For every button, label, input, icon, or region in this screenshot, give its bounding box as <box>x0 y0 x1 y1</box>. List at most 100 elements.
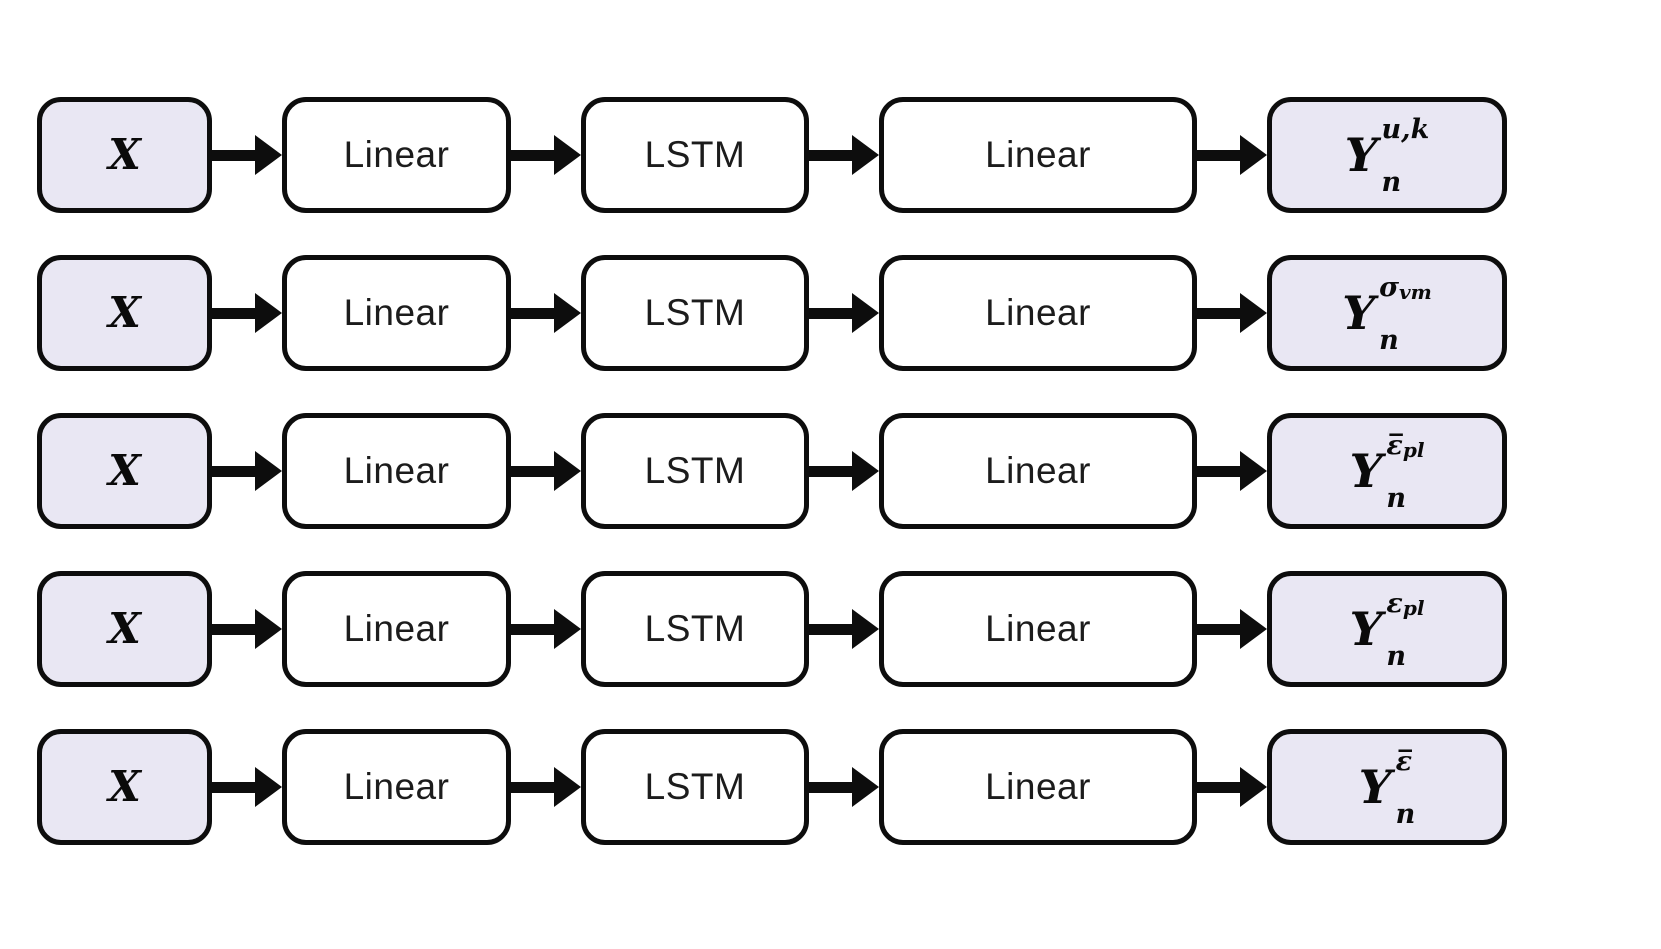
arrow-shaft <box>212 465 255 477</box>
linear-block: Linear <box>282 729 511 845</box>
linear-block: Linear <box>879 255 1197 371</box>
linear-label: Linear <box>343 450 450 491</box>
lstm-label: LSTM <box>644 450 746 491</box>
output-base: Y <box>1358 760 1392 814</box>
input-box: X <box>37 571 212 687</box>
flow-arrow <box>809 135 879 175</box>
input-box: X <box>37 413 212 529</box>
arrow-shaft <box>1197 781 1240 793</box>
lstm-block: LSTM <box>581 729 809 845</box>
output-base: Y <box>1344 128 1378 182</box>
output-subscript: n <box>1386 483 1407 514</box>
arrow-shaft <box>212 307 255 319</box>
linear-label: Linear <box>985 134 1091 175</box>
flow-arrow <box>1197 293 1267 333</box>
arrow-shaft <box>809 465 852 477</box>
arrow-shaft <box>809 149 852 161</box>
arrow-head-icon <box>255 293 282 333</box>
output-superscript: u,k <box>1382 116 1430 143</box>
output-box: Y ε̅ n <box>1267 729 1507 845</box>
output-subscript: n <box>1395 799 1416 830</box>
flow-arrow <box>1197 609 1267 649</box>
output-box: Y ε̅pl n <box>1267 413 1507 529</box>
arrow-shaft <box>809 623 852 635</box>
flow-arrow <box>511 293 581 333</box>
flow-arrow <box>212 451 282 491</box>
arrow-shaft <box>511 623 554 635</box>
arrow-shaft <box>511 781 554 793</box>
linear-block: Linear <box>282 97 511 213</box>
linear-block: Linear <box>879 97 1197 213</box>
arrow-shaft <box>511 465 554 477</box>
linear-block: Linear <box>879 729 1197 845</box>
flow-arrow <box>1197 767 1267 807</box>
arrow-head-icon <box>1240 293 1267 333</box>
lstm-label: LSTM <box>644 134 746 175</box>
lstm-block: LSTM <box>581 97 809 213</box>
sup-main: σ <box>1379 272 1399 303</box>
input-label: X <box>108 762 141 811</box>
arrow-shaft <box>809 781 852 793</box>
arrow-head-icon <box>255 135 282 175</box>
input-label: X <box>108 288 141 337</box>
arrow-head-icon <box>852 451 879 491</box>
arrow-shaft <box>1197 465 1240 477</box>
arrow-head-icon <box>554 293 581 333</box>
flow-arrow <box>511 451 581 491</box>
flow-arrow <box>809 451 879 491</box>
linear-label: Linear <box>343 608 450 649</box>
diagram-row: X Linear LSTM Linear Y ε̅ n <box>37 729 1661 845</box>
arrow-head-icon <box>852 135 879 175</box>
output-subscript: n <box>1386 641 1407 672</box>
linear-label: Linear <box>985 766 1091 807</box>
linear-block: Linear <box>282 413 511 529</box>
linear-label: Linear <box>343 766 450 807</box>
arrow-head-icon <box>255 451 282 491</box>
input-label: X <box>108 604 141 653</box>
input-box: X <box>37 97 212 213</box>
sup-sub: pl <box>1402 596 1425 620</box>
arrow-shaft <box>511 149 554 161</box>
flow-arrow <box>511 609 581 649</box>
flow-arrow <box>1197 135 1267 175</box>
linear-block: Linear <box>282 255 511 371</box>
lstm-block: LSTM <box>581 255 809 371</box>
linear-block: Linear <box>879 413 1197 529</box>
sup-main: ε̅ <box>1386 430 1403 461</box>
arrow-head-icon <box>554 451 581 491</box>
arrow-head-icon <box>554 609 581 649</box>
input-label: X <box>108 130 141 179</box>
arrow-shaft <box>1197 623 1240 635</box>
linear-label: Linear <box>343 292 450 333</box>
linear-label: Linear <box>985 608 1091 649</box>
linear-label: Linear <box>985 292 1091 333</box>
input-box: X <box>37 729 212 845</box>
arrow-shaft <box>212 781 255 793</box>
arrow-head-icon <box>852 609 879 649</box>
output-scripts: ε̅pl n <box>1386 432 1424 512</box>
flow-arrow <box>809 293 879 333</box>
arrow-head-icon <box>1240 451 1267 491</box>
arrow-head-icon <box>554 135 581 175</box>
linear-block: Linear <box>879 571 1197 687</box>
output-scripts: u,k n <box>1382 116 1430 196</box>
output-box: Y u,k n <box>1267 97 1507 213</box>
sup-sub: pl <box>1402 438 1425 462</box>
lstm-label: LSTM <box>644 608 746 649</box>
flow-arrow <box>212 135 282 175</box>
sup-main: u,k <box>1381 114 1430 145</box>
arrow-head-icon <box>852 293 879 333</box>
arrow-shaft <box>809 307 852 319</box>
arrow-shaft <box>1197 307 1240 319</box>
output-base: Y <box>1349 602 1383 656</box>
flow-arrow <box>212 293 282 333</box>
lstm-block: LSTM <box>581 413 809 529</box>
